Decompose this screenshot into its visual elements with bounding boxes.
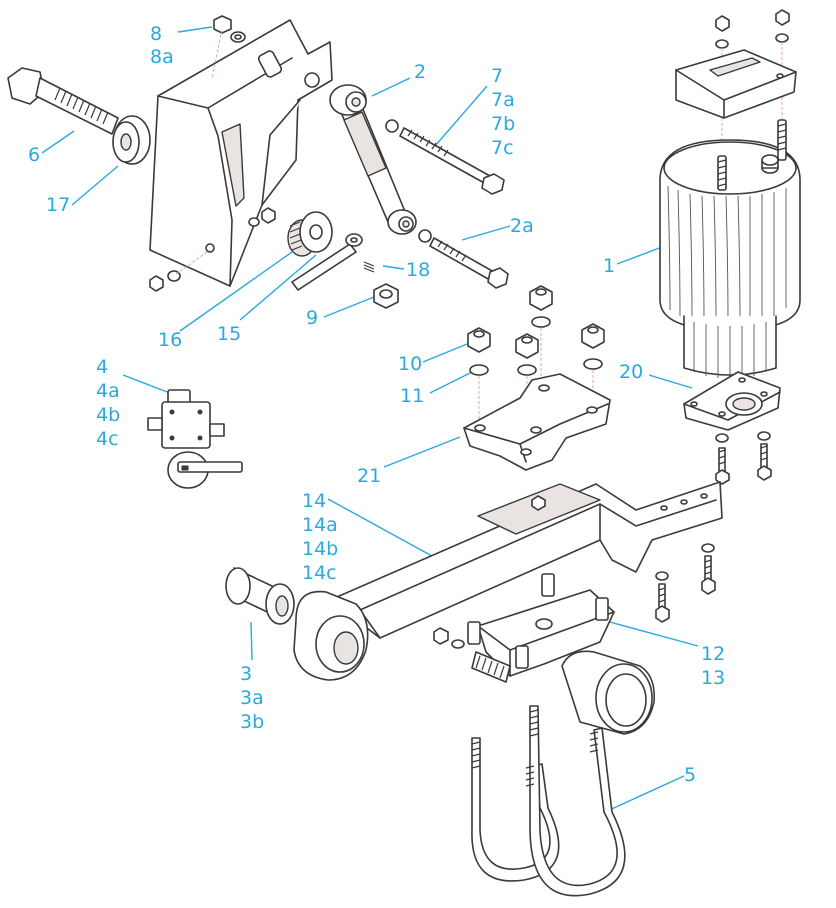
item-7-long-bolt xyxy=(385,119,505,195)
label-9: 9 xyxy=(306,307,318,329)
label-20: 20 xyxy=(619,361,643,383)
label-1: 1 xyxy=(603,255,615,277)
label-5: 5 xyxy=(684,764,696,786)
item-4-valve xyxy=(147,389,243,489)
label-11: 11 xyxy=(400,385,424,407)
label-15: 15 xyxy=(217,323,241,345)
label-10: 10 xyxy=(398,353,422,375)
leader-lines xyxy=(41,26,699,813)
item-15-pin xyxy=(291,233,363,291)
item-12-axle-seat xyxy=(433,573,615,683)
item-10-nuts xyxy=(467,285,605,460)
item-9-nut xyxy=(373,283,399,309)
item-2a-bolt xyxy=(418,229,509,289)
label-2a: 2a xyxy=(510,215,534,237)
hanger-bracket xyxy=(149,19,333,292)
item-14-trailing-arm xyxy=(293,481,723,681)
label-18: 18 xyxy=(406,259,430,281)
item-1-air-spring xyxy=(659,9,801,378)
item-21-clamp-plate xyxy=(463,373,611,471)
item-16-pivot-hub xyxy=(287,211,333,257)
label-6: 6 xyxy=(28,144,40,166)
label-2: 2 xyxy=(414,61,426,83)
item-18-set-screw xyxy=(363,261,375,273)
label-16: 16 xyxy=(158,329,182,351)
item-5-u-bolts xyxy=(471,705,626,897)
item-17-bushing xyxy=(112,115,151,165)
axle-tube xyxy=(561,650,656,735)
item-6-bolt xyxy=(7,67,119,135)
item-8-nut xyxy=(213,15,246,43)
label-21: 21 xyxy=(357,465,381,487)
item-3-bushing xyxy=(225,567,295,625)
item-20-lower-plate xyxy=(683,371,781,485)
label-17: 17 xyxy=(46,194,70,216)
item-2-shock-absorber xyxy=(329,84,417,235)
